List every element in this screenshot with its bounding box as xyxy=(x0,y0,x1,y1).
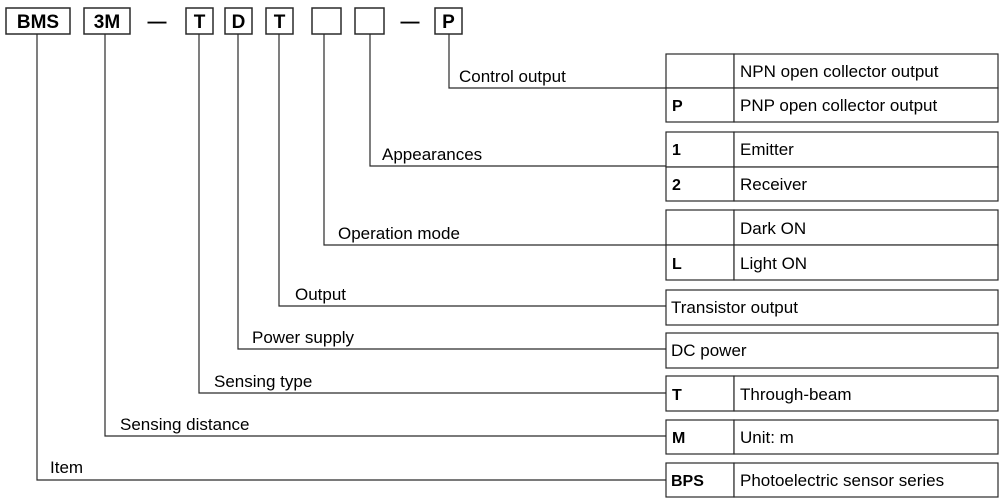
connector-control-output xyxy=(448,34,666,89)
options-table-operation-mode: Dark ON L Light ON xyxy=(665,209,999,281)
connector-power-supply xyxy=(237,34,666,350)
code-segment-control-output: P xyxy=(434,7,463,35)
code-segment-appearances xyxy=(354,7,385,35)
option-desc: PNP open collector output xyxy=(740,96,937,115)
code-segment-sensing-type-text: T xyxy=(194,12,206,33)
field-label-sensing-type: Sensing type xyxy=(214,372,312,391)
option-code: 1 xyxy=(672,142,681,159)
connector-sensing-type xyxy=(198,34,666,394)
code-segment-control-output-text: P xyxy=(442,12,455,33)
option-desc: NPN open collector output xyxy=(740,62,939,81)
table-cell-desc xyxy=(733,87,999,123)
options-table-appearances: 1 Emitter 2 Receiver xyxy=(665,131,999,202)
table-cell-code xyxy=(665,53,735,89)
field-label-control-output: Control output xyxy=(459,67,566,86)
table-cell-code xyxy=(665,166,735,202)
connector-appearances xyxy=(369,34,666,167)
table-cell-desc xyxy=(665,332,999,369)
code-segment-bms-text: BMS xyxy=(17,12,59,33)
connector-sensing-distance xyxy=(104,34,666,437)
option-desc: Light ON xyxy=(740,254,807,273)
option-code: BPS xyxy=(671,473,704,490)
code-segment-output-text: T xyxy=(274,12,286,33)
option-desc: Through-beam xyxy=(740,385,852,404)
code-segment-bms: BMS xyxy=(5,7,71,35)
connector-item xyxy=(36,34,666,481)
field-label-power-supply: Power supply xyxy=(252,328,355,347)
code-segment-distance: 3M xyxy=(83,7,131,35)
code-segment-output: T xyxy=(265,7,294,35)
table-cell-desc xyxy=(733,419,999,455)
table-cell-desc xyxy=(733,244,999,281)
option-desc: Transistor output xyxy=(671,298,798,317)
table-cell-code xyxy=(665,87,735,123)
option-code: L xyxy=(672,256,682,273)
option-desc: Photoelectric sensor series xyxy=(740,471,944,490)
options-table-sensing-distance: M Unit: m xyxy=(665,419,999,455)
field-label-operation-mode: Operation mode xyxy=(338,224,460,243)
table-cell-desc xyxy=(733,53,999,89)
code-segment-power-supply-text: D xyxy=(232,12,246,33)
option-code: M xyxy=(672,430,685,447)
field-label-sensing-distance: Sensing distance xyxy=(120,415,249,434)
code-segment-sensing-type: T xyxy=(185,7,214,35)
options-table-item: BPS Photoelectric sensor series xyxy=(665,462,999,498)
option-code: P xyxy=(672,98,683,115)
connector-lines xyxy=(36,34,666,481)
code-segment-power-supply: D xyxy=(224,7,253,35)
field-label-appearances: Appearances xyxy=(382,145,482,164)
table-cell-code xyxy=(665,209,735,246)
option-desc: Receiver xyxy=(740,175,807,194)
field-label-output: Output xyxy=(295,285,346,304)
code-segment-operation-mode xyxy=(311,7,342,35)
option-desc: Unit: m xyxy=(740,428,794,447)
table-cell-code xyxy=(665,131,735,168)
table-cell-desc xyxy=(733,462,999,498)
option-code: 2 xyxy=(672,177,681,194)
connector-output xyxy=(278,34,666,307)
options-table-sensing-type: T Through-beam xyxy=(665,375,999,412)
table-cell-desc xyxy=(733,131,999,168)
code-separator-2: — xyxy=(401,12,420,33)
table-cell-desc xyxy=(733,375,999,412)
table-cell-desc xyxy=(733,209,999,246)
code-separator-1: — xyxy=(148,12,167,33)
options-table-power-supply: DC power xyxy=(665,332,999,369)
options-table-control-output: NPN open collector output P PNP open col… xyxy=(665,53,999,123)
field-label-item: Item xyxy=(50,458,83,477)
option-desc: Emitter xyxy=(740,140,794,159)
option-desc: Dark ON xyxy=(740,219,806,238)
table-cell-desc xyxy=(665,289,999,326)
connector-operation-mode xyxy=(323,34,666,246)
table-cell-desc xyxy=(733,166,999,202)
options-table-output: Transistor output xyxy=(665,289,999,326)
option-code: T xyxy=(672,387,682,404)
option-desc: DC power xyxy=(671,341,747,360)
table-cell-code xyxy=(665,462,735,498)
code-segment-distance-text: 3M xyxy=(94,12,120,33)
